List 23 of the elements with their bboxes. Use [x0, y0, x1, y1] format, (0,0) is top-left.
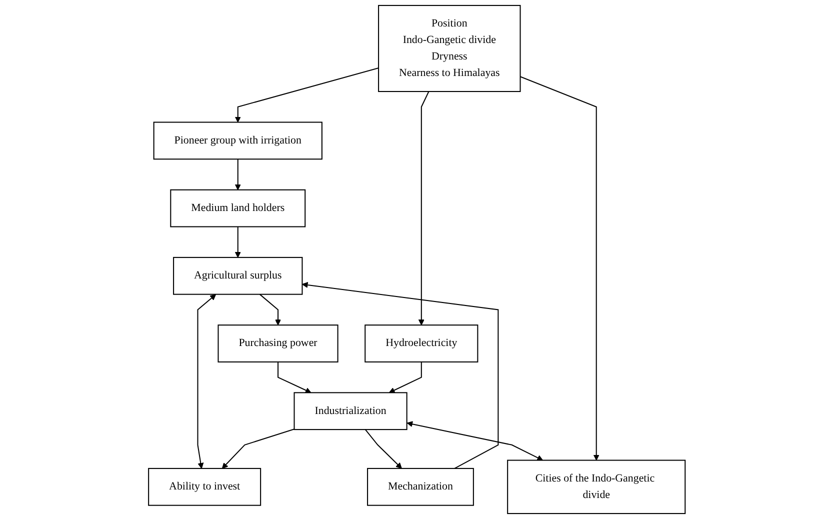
arrow	[406, 421, 544, 461]
arrow	[222, 428, 295, 469]
arrow	[365, 429, 402, 469]
arrow	[197, 294, 216, 469]
arrow	[418, 91, 430, 326]
node-box: Medium land holders	[170, 189, 306, 228]
node-box: Cities of the Indo-Gangetic divide	[507, 460, 686, 514]
arrow	[520, 76, 600, 461]
arrow	[235, 68, 379, 122]
node-box: Ability to invest	[148, 468, 262, 506]
node-box: Position Indo-Gangetic divide Dryness Nearness to Himalayas	[378, 4, 521, 92]
arrow	[235, 159, 242, 190]
node-box: Purchasing power	[218, 324, 338, 362]
arrow	[260, 294, 282, 326]
node-box: Industrialization	[294, 392, 408, 430]
node-box: Hydroelectricity	[364, 324, 478, 362]
arrow	[302, 282, 499, 469]
node-box: Pioneer group with irrigation	[153, 122, 323, 160]
node-box: Agricultural surplus	[173, 256, 303, 295]
node-box: Mechanization	[367, 468, 474, 506]
arrow	[278, 362, 312, 394]
arrow	[389, 362, 422, 394]
arrow	[235, 226, 242, 258]
